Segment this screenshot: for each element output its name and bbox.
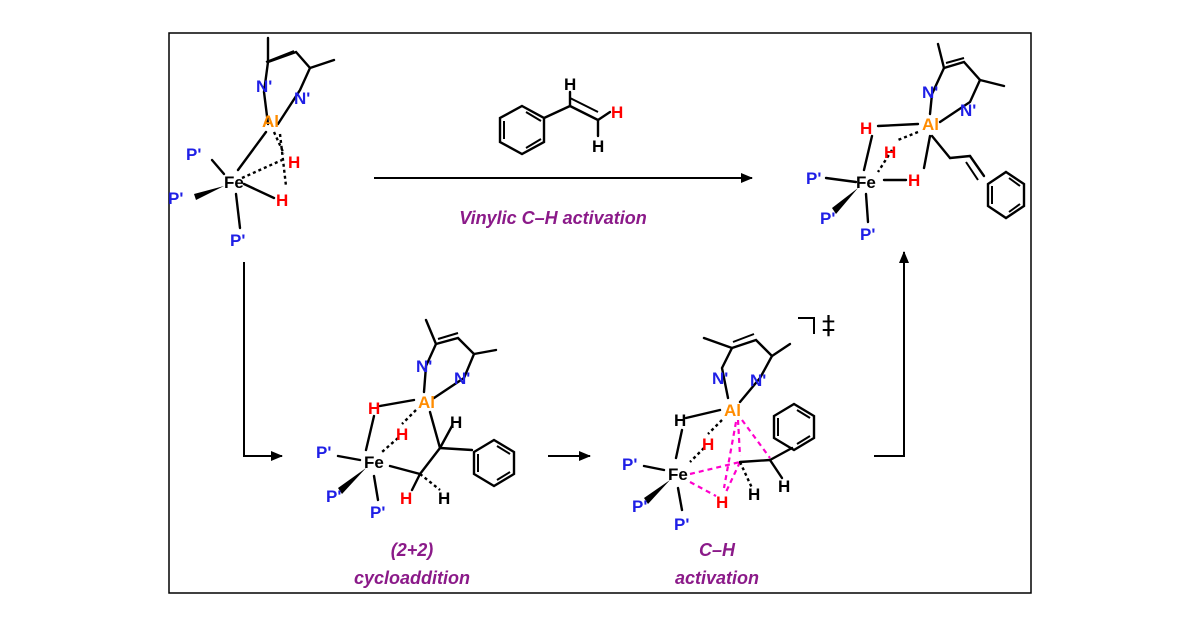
nitrogen-label: N' (712, 369, 728, 388)
phosphorus-label: P' (186, 145, 201, 164)
nacnac-ligand (702, 333, 792, 404)
hydrogen-label: H (592, 137, 604, 156)
nitrogen-label: N' (294, 89, 310, 108)
caption-cyclo-2: cycloaddition (354, 568, 470, 588)
hydrogen-label: H (716, 493, 728, 512)
iron-label: Fe (668, 465, 688, 484)
phosphorus-label: P' (632, 497, 647, 516)
hydrogen-label: H (368, 399, 380, 418)
aluminum-label: Al (262, 112, 279, 131)
nitrogen-label: N' (750, 371, 766, 390)
aluminum-label: Al (724, 401, 741, 420)
nacnac-ligand (928, 42, 1006, 124)
scheme-frame (168, 32, 1032, 594)
phosphorus-label: P' (326, 487, 341, 506)
phosphorus-label: P' (230, 231, 245, 250)
caption-ch-1: C–H (699, 540, 736, 560)
nitrogen-label: N' (416, 357, 432, 376)
hydrogen-label: H (748, 485, 760, 504)
hydrogen-label: H (396, 425, 408, 444)
arrow-up (874, 251, 909, 457)
phosphorus-label: P' (168, 189, 183, 208)
phosphorus-label: P' (622, 455, 637, 474)
phosphorus-label: P' (370, 503, 385, 522)
phosphorus-label: P' (316, 443, 331, 462)
nacnac-ligand (422, 318, 498, 400)
hydrogen-label: H (450, 413, 462, 432)
nitrogen-label: N' (960, 101, 976, 120)
nacnac-ligand (262, 36, 336, 126)
arrow-down-right (243, 262, 283, 461)
iron-label: Fe (364, 453, 384, 472)
hydrogen-label: H (702, 435, 714, 454)
phosphorus-label: P' (806, 169, 821, 188)
hydrogen-label: H (400, 489, 412, 508)
hydrogen-label: H (611, 103, 623, 122)
aluminum-label: Al (922, 115, 939, 134)
hydrogen-label: H (564, 75, 576, 94)
ts-bracket (798, 317, 815, 334)
phosphorus-label: P' (674, 515, 689, 534)
nitrogen-label: N' (454, 369, 470, 388)
iron-label: Fe (224, 173, 244, 192)
phosphorus-label: P' (860, 225, 875, 244)
caption-ch-2: activation (675, 568, 759, 588)
phosphorus-label: P' (820, 209, 835, 228)
hydrogen-label: H (778, 477, 790, 496)
nitrogen-label: N' (922, 83, 938, 102)
hydrogen-label: H (884, 143, 896, 162)
styrene: H H H (498, 75, 623, 156)
ts-dagger: ‡ (822, 311, 835, 341)
hydrogen-label: H (288, 153, 300, 172)
reactant-complex: N' N' Al H H Fe P' P' P' (168, 36, 336, 250)
product-complex: N' N' Al H H H Fe P' P' P' (806, 42, 1026, 244)
aluminum-label: Al (418, 393, 435, 412)
hydrogen-label: H (276, 191, 288, 210)
caption-vinylic: Vinylic C–H activation (459, 208, 646, 228)
metallacycle-intermediate: N' N' Al H H H H H Fe P' P' P' (316, 318, 516, 522)
hydrogen-label: H (860, 119, 872, 138)
hydrogen-label: H (438, 489, 450, 508)
hydrogen-label: H (674, 411, 686, 430)
iron-label: Fe (856, 173, 876, 192)
nitrogen-label: N' (256, 77, 272, 96)
hydrogen-label: H (908, 171, 920, 190)
caption-cyclo-1: (2+2) (391, 540, 434, 560)
transition-state: N' N' Al H H H H H Fe P' P' P' ‡ (622, 311, 835, 534)
